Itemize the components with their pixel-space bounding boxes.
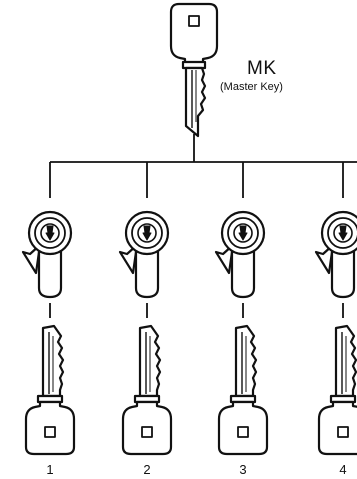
master-key-sublabel: (Master Key): [220, 81, 283, 93]
cylinder-icon-2: [118, 210, 170, 299]
key-icon-3: [217, 324, 269, 456]
connector-lines: [49, 134, 357, 318]
key-number-2: 2: [143, 462, 151, 477]
cylinder-icon-4: [314, 210, 357, 299]
key-number-1: 1: [46, 462, 54, 477]
master-key-label: MK: [247, 58, 277, 79]
key-number-3: 3: [239, 462, 247, 477]
key-icon-1: [24, 324, 76, 456]
master-key-icon: [169, 2, 219, 138]
cylinder-icon-1: [21, 210, 73, 299]
key-icon-2: [121, 324, 173, 456]
key-number-4: 4: [339, 462, 347, 477]
key-icon-4: [317, 324, 357, 456]
cylinder-icon-3: [214, 210, 266, 299]
